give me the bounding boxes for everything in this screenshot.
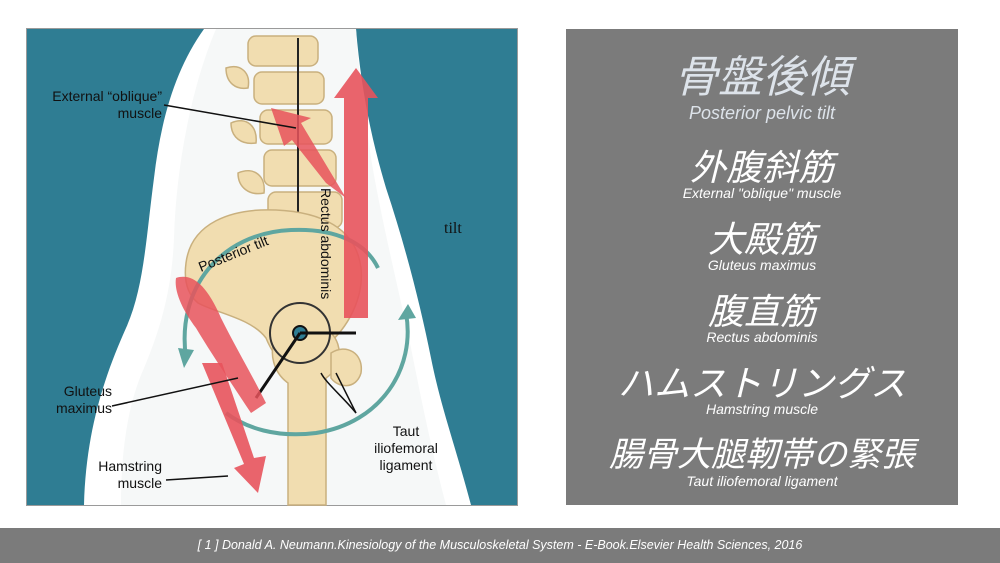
term-en-4: Taut iliofemoral ligament (686, 473, 838, 489)
rectus-abdominis-arrow (334, 68, 378, 318)
term-jp-0: 外腹斜筋 (689, 148, 834, 189)
label-external-oblique: External “oblique” muscle (52, 88, 162, 121)
hamstring-arrow (202, 363, 266, 493)
label-taut-ligament: Taut iliofemoral ligament (374, 423, 438, 473)
label-rectus-abdominis: Rectus abdominis (318, 188, 334, 300)
panel-title-jp: 骨盤後傾 (674, 52, 850, 103)
panel-title-en: Posterior pelvic tilt (688, 103, 836, 123)
term-en-3: Hamstring muscle (705, 401, 819, 417)
term-en-2: Rectus abdominis (706, 329, 818, 345)
pelvis-illustration (26, 28, 518, 506)
citation-footer: [ 1 ] Donald A. Neumann.Kinesiology of t… (0, 528, 1000, 563)
background-right (356, 29, 517, 505)
term-jp-4: 腸骨大腿靭帯の緊張 (609, 435, 915, 475)
gluteus-maximus-muscle (175, 276, 266, 413)
term-en-0: External "oblique" muscle (682, 185, 842, 201)
term-panel: 骨盤後傾 Posterior pelvic tilt 外腹斜筋 External… (566, 29, 958, 505)
label-hamstring: Hamstring muscle (98, 458, 162, 491)
term-en-1: Gluteus maximus (707, 257, 817, 273)
term-jp-1: 大殿筋 (707, 220, 816, 261)
background-left (27, 29, 204, 505)
label-gluteus-maximus: Gluteus maximus (55, 383, 112, 416)
external-oblique-arrow (271, 108, 346, 198)
tilt-note: tilt (444, 220, 462, 237)
anatomy-figure: External “oblique” muscle Rectus abdomin… (26, 28, 518, 506)
term-jp-3: ハムストリングス (617, 364, 906, 405)
term-jp-2: 腹直筋 (707, 292, 816, 333)
